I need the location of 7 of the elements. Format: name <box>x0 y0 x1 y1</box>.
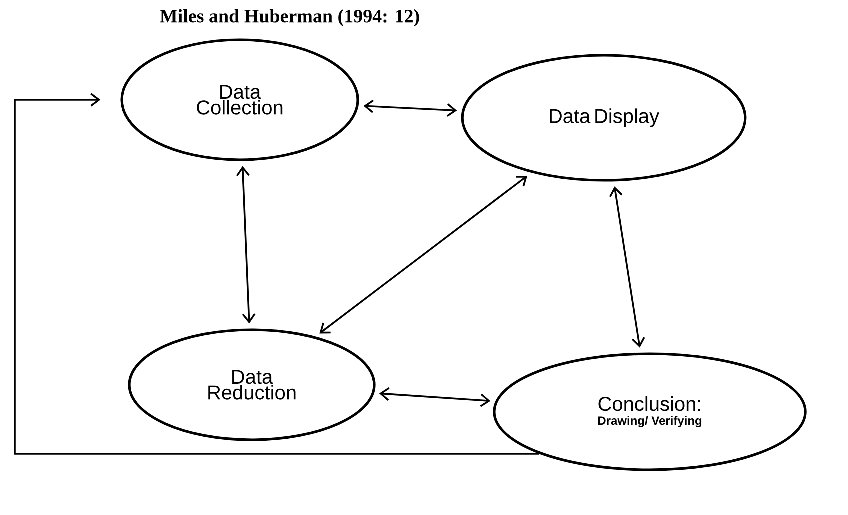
arrow <box>14 93 540 455</box>
arrow <box>236 166 256 324</box>
title: Miles and Huberman (1994: 12) <box>160 9 420 27</box>
arrow <box>609 186 646 348</box>
arrow <box>320 176 528 334</box>
arrow <box>364 100 458 118</box>
arrow <box>379 388 491 408</box>
